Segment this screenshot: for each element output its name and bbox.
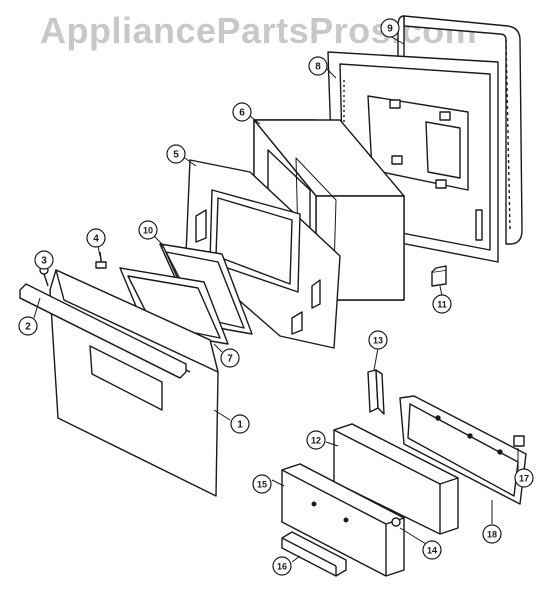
callout-circle: [514, 468, 534, 488]
part-5-window-frame: [185, 159, 341, 349]
callout-10: 10: [138, 220, 158, 240]
callout-2: 2: [18, 316, 38, 336]
callout-number: 5: [173, 150, 179, 161]
callout-3: 3: [34, 250, 54, 270]
part-2-door-handle: [19, 283, 187, 379]
callout-15: 15: [252, 474, 272, 494]
callout-circle: [272, 556, 292, 576]
part-16-trim: [281, 531, 347, 577]
callout-18: 18: [482, 524, 502, 544]
callout-circle: [422, 540, 442, 560]
callout-number: 4: [93, 234, 99, 245]
callout-9: 9: [380, 18, 400, 38]
callout-4: 4: [86, 228, 106, 248]
callout-circle: [232, 102, 252, 122]
callout-11: 11: [432, 294, 452, 314]
part-11-clip: [431, 265, 447, 287]
callout-circle: [34, 250, 54, 270]
callout-number: 2: [25, 322, 31, 333]
part-14-screw: [391, 517, 401, 527]
callout-number: 6: [239, 108, 245, 119]
callout-13: 13: [368, 330, 388, 350]
part-15-drawer-front: [281, 463, 405, 577]
part-13-hinge-bracket: [367, 369, 385, 415]
callout-number: 9: [387, 24, 393, 35]
callout-circle: [230, 414, 250, 434]
callout-circle: [432, 294, 452, 314]
callout-number: 8: [315, 62, 321, 73]
callout-circle: [86, 228, 106, 248]
callout-number: 16: [277, 562, 287, 572]
callout-8: 8: [308, 56, 328, 76]
callout-1: 1: [230, 414, 250, 434]
part-4-screw: [95, 251, 107, 269]
callout-number: 10: [143, 226, 153, 236]
callout-circle: [368, 330, 388, 350]
callout-12: 12: [306, 430, 326, 450]
callout-circle: [252, 474, 272, 494]
callout-14: 14: [422, 540, 442, 560]
callout-circle: [138, 220, 158, 240]
callout-number: 3: [41, 256, 47, 267]
callout-circle: [306, 430, 326, 450]
callout-number: 7: [227, 354, 233, 365]
callout-circle: [166, 144, 186, 164]
callout-number: 18: [487, 530, 497, 540]
callout-number: 11: [437, 300, 447, 310]
callout-circle: [18, 316, 38, 336]
part-17-bumper: [513, 435, 525, 447]
callout-number: 1: [237, 420, 243, 431]
callout-circle: [220, 348, 240, 368]
callout-number: 13: [373, 336, 383, 346]
callout-7: 7: [220, 348, 240, 368]
callout-17: 17: [514, 468, 534, 488]
callout-16: 16: [272, 556, 292, 576]
callout-6: 6: [232, 102, 252, 122]
callout-circle: [380, 18, 400, 38]
callout-circle: [308, 56, 328, 76]
callout-number: 15: [257, 480, 267, 490]
callout-number: 17: [519, 474, 529, 484]
callout-number: 14: [427, 546, 437, 556]
callout-number: 12: [311, 436, 321, 446]
callout-5: 5: [166, 144, 186, 164]
callout-circle: [482, 524, 502, 544]
